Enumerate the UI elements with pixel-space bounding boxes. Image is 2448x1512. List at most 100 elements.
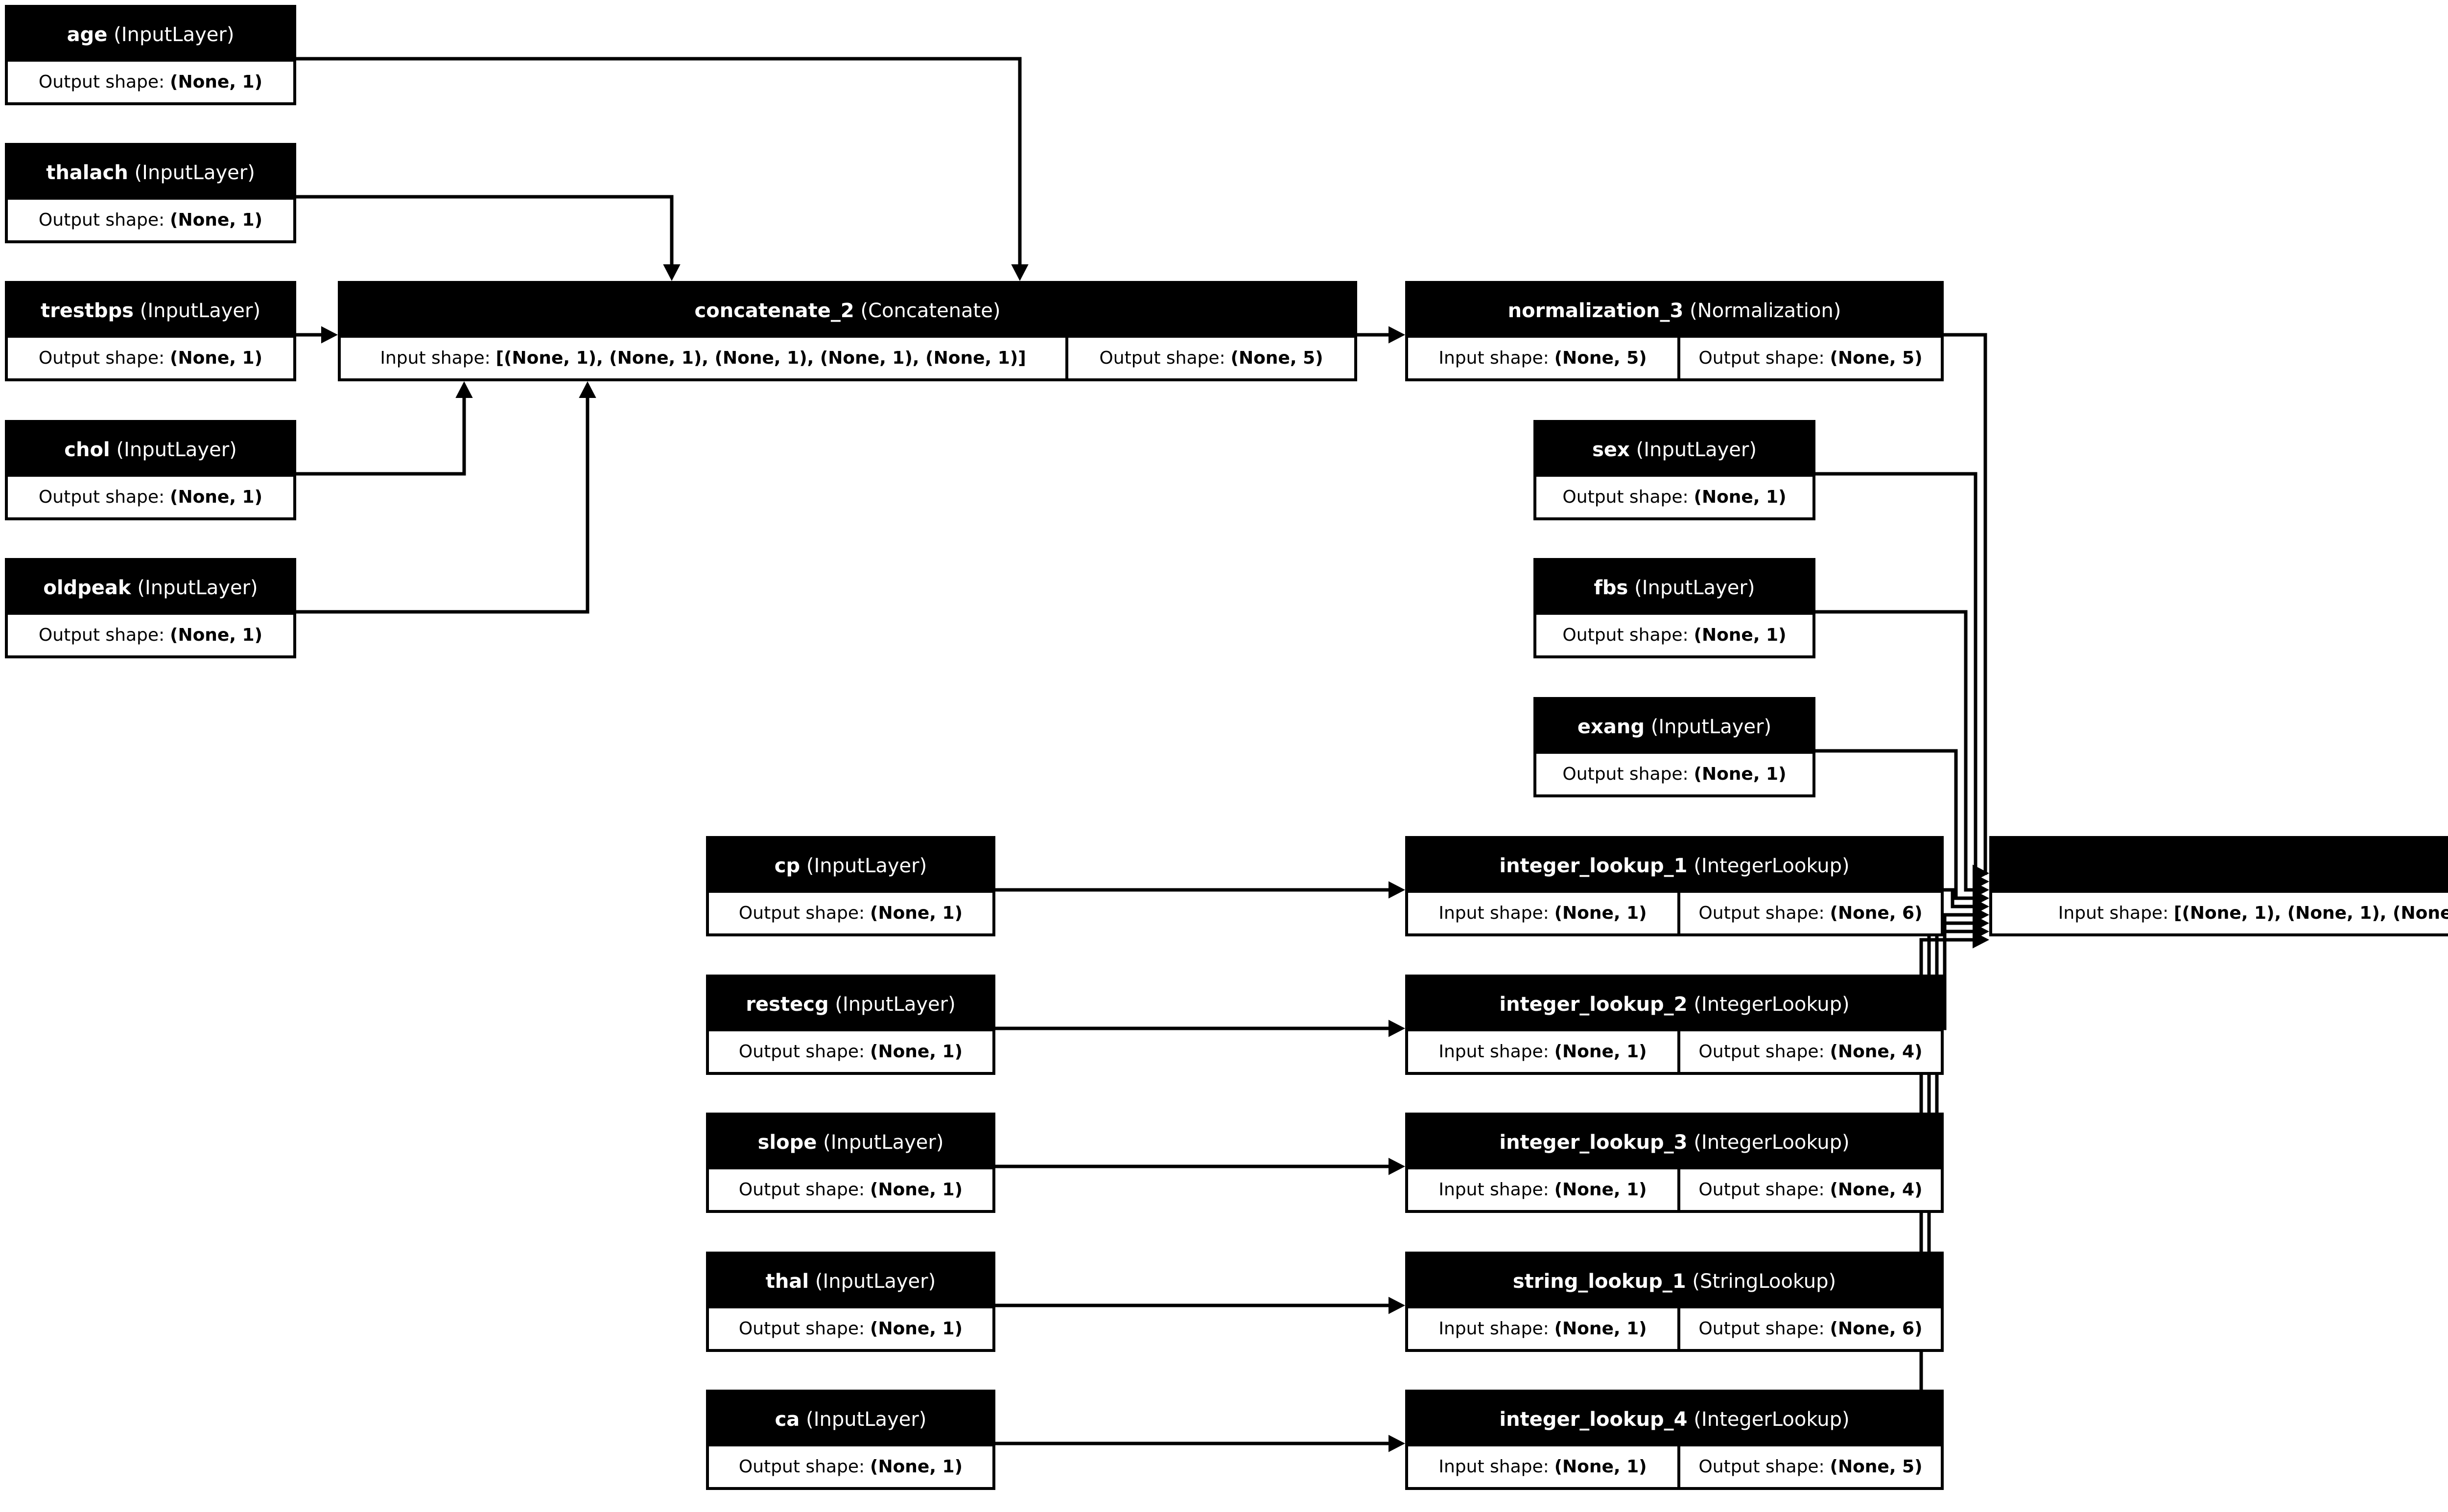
layer-node-string_lookup_1[interactable]: string_lookup_1(StringLookup)Input shape… (1405, 1252, 1944, 1352)
input-shape-cell-value: [(None, 1), (None, 1), (None, 1), (None,… (495, 348, 1026, 368)
edge-arrow-integer_lookup_1 (1973, 898, 1989, 915)
output-shape-cell: Output shape:(None, 1) (8, 615, 293, 655)
layer-node-age[interactable]: age(InputLayer)Output shape:(None, 1) (5, 5, 296, 105)
output-shape-cell-value: (None, 4) (1830, 1180, 1923, 1200)
layer-class: (Normalization) (1690, 300, 1841, 322)
undefined (296, 396, 466, 476)
input-shape-cell-label: Input shape: (1438, 1180, 1549, 1200)
layer-class: (InputLayer) (114, 23, 235, 46)
layer-name: age (67, 23, 108, 46)
layer-node-exang[interactable]: exang(InputLayer)Output shape:(None, 1) (1533, 697, 1815, 797)
input-shape-cell-value: (None, 1) (1554, 1457, 1647, 1477)
layer-node-concatenate_2[interactable]: concatenate_2(Concatenate)Input shape:[(… (338, 281, 1357, 381)
layer-node-title: integer_lookup_4 (IntegerLookup) (1408, 1393, 1941, 1446)
layer-node-thalach[interactable]: thalach(InputLayer)Output shape:(None, 1… (5, 143, 296, 243)
edge-arrow-age (1011, 264, 1029, 281)
edge-arrow-integer_lookup_2 (1973, 906, 1989, 924)
undefined (1943, 913, 1976, 1030)
layer-node-title: thalach(InputLayer) (8, 146, 293, 200)
output-shape-cell-value: (None, 5) (1230, 348, 1323, 368)
layer-node-slope[interactable]: slope(InputLayer)Output shape:(None, 1) (706, 1113, 995, 1213)
layer-node-title: chol(InputLayer) (8, 423, 293, 477)
layer-name: thal (765, 1270, 809, 1293)
undefined (296, 57, 1022, 266)
output-shape-cell-label: Output shape: (738, 1457, 865, 1477)
layer-class: (InputLayer) (1636, 439, 1757, 461)
layer-name: oldpeak (43, 577, 131, 599)
layer-node-integer_lookup_4[interactable]: integer_lookup_4(IntegerLookup)Input sha… (1405, 1390, 1944, 1490)
layer-node-title: integer_lookup_1 (IntegerLookup) (1408, 839, 1941, 893)
layer-name: chol (64, 439, 110, 461)
edge-arrow-integer_lookup_3 (1973, 914, 1989, 932)
output-shape-cell: Output shape:(None, 1) (1536, 615, 1812, 655)
layer-node-oldpeak[interactable]: oldpeak (InputLayer) Output shape:(None, 1… (5, 558, 296, 658)
input-shape-cell: Input shape:[(None, 1), (None, 1), (None… (341, 338, 1065, 378)
edge-arrow-fbs (1973, 881, 1989, 899)
input-shape-cell-label: Input shape: (1438, 1319, 1549, 1339)
undefined (1815, 472, 1977, 882)
layer-class: (IntegerLookup) (1694, 855, 1850, 877)
layer-node-title: cp(InputLayer) (709, 839, 992, 893)
output-shape-cell: Output shape:(None, 1) (1536, 477, 1812, 517)
layer-class: (InputLayer) (137, 577, 258, 599)
output-shape-cell-value: (None, 1) (870, 1457, 963, 1477)
layer-name: integer_lookup_1 (1499, 855, 1688, 877)
edge-arrow-slope (1389, 1158, 1405, 1175)
layer-shape-row: Output shape:(None, 1) (709, 893, 992, 933)
layer-node-title: concatenate_2(Concatenate) (341, 284, 1354, 338)
layer-shape-row: Output shape:(None, 1) (1536, 477, 1812, 517)
layer-shape-row: Input shape:(None, 1)Output shape:(None,… (1408, 1308, 1941, 1349)
edge-arrow-thalach (663, 264, 681, 281)
layer-class: (IntegerLookup) (1694, 1408, 1850, 1431)
layer-node-concatenate_3[interactable]: concatenate_3(Concatenate)Input shape:[(… (1989, 836, 2448, 936)
output-shape-cell: Output shape:(None, 1) (8, 477, 293, 517)
output-shape-cell-label: Output shape: (738, 1042, 865, 1062)
output-shape-cell-label: Output shape: (738, 903, 865, 923)
layer-node-thal[interactable]: thal(InputLayer)Output shape:(None, 1) (706, 1252, 995, 1352)
layer-node-chol[interactable]: chol(InputLayer)Output shape:(None, 1) (5, 420, 296, 520)
layer-node-title: concatenate_3(Concatenate) (1992, 839, 2448, 893)
edge-arrow-cp (1389, 881, 1405, 899)
input-shape-cell: Input shape:(None, 1) (1408, 893, 1677, 933)
layer-node-title: age (InputLayer) (8, 8, 293, 62)
layer-node-integer_lookup_3[interactable]: integer_lookup_3(IntegerLookup)Input sha… (1405, 1113, 1944, 1213)
layer-shape-row: Output shape:(None, 1) (1536, 615, 1812, 655)
layer-node-restecg[interactable]: restecg(InputLayer)Output shape:(None, 1… (706, 975, 995, 1075)
layer-node-title: trestbps(InputLayer) (8, 284, 293, 338)
layer-shape-row: Input shape:[(None, 1), (None, 1), (None… (341, 338, 1354, 378)
input-shape-cell-value: (None, 5) (1554, 348, 1647, 368)
input-shape-cell-label: Input shape: (380, 348, 491, 368)
layer-shape-row: Input shape:(None, 5)Output shape:(None,… (1408, 338, 1941, 378)
layer-class: (InputLayer) (806, 855, 927, 877)
layer-node-integer_lookup_1[interactable]: integer_lookup_1 (IntegerLookup) Input sha… (1405, 836, 1944, 936)
input-shape-cell-label: Input shape: (2058, 903, 2169, 923)
layer-node-title: sex(InputLayer) (1536, 423, 1812, 477)
layer-node-ca[interactable]: ca(InputLayer)Output shape:(None, 1) (706, 1390, 995, 1490)
layer-class: (IntegerLookup) (1694, 1131, 1850, 1154)
output-shape-cell-value: (None, 5) (1830, 348, 1923, 368)
output-shape-cell: Output shape:(None, 6) (1677, 1308, 1941, 1349)
output-shape-cell-value: (None, 1) (1694, 487, 1787, 507)
layer-class: (Concatenate) (860, 300, 1001, 322)
layer-shape-row: Output shape:(None, 1) (8, 615, 293, 655)
layer-shape-row: Output shape:(None, 1) (1536, 754, 1812, 794)
layer-name: integer_lookup_4 (1499, 1408, 1688, 1431)
input-shape-cell: Input shape:(None, 1) (1408, 1169, 1677, 1210)
layer-node-normalization_3[interactable]: normalization_3(Normalization)Input shap… (1405, 281, 1944, 381)
output-shape-cell-label: Output shape: (1698, 1319, 1825, 1339)
input-shape-cell-value: (None, 1) (1554, 903, 1647, 923)
layer-node-sex[interactable]: sex(InputLayer)Output shape:(None, 1) (1533, 420, 1815, 520)
output-shape-cell-value: (None, 1) (169, 210, 263, 230)
output-shape-cell-label: Output shape: (1562, 487, 1689, 507)
layer-shape-row: Output shape:(None, 1) (709, 1031, 992, 1072)
output-shape-cell: Output shape:(None, 1) (1536, 754, 1812, 794)
output-shape-cell-label: Output shape: (1562, 764, 1689, 784)
input-shape-cell: Input shape:(None, 1) (1408, 1308, 1677, 1349)
input-shape-cell-value: (None, 1) (1554, 1319, 1647, 1339)
layer-name: ca (775, 1408, 800, 1431)
layer-class: (InputLayer) (835, 993, 956, 1016)
layer-node-trestbps[interactable]: trestbps(InputLayer)Output shape:(None, … (5, 281, 296, 381)
layer-node-fbs[interactable]: fbs(InputLayer)Output shape:(None, 1) (1533, 558, 1815, 658)
layer-node-cp[interactable]: cp(InputLayer)Output shape:(None, 1) (706, 836, 995, 936)
layer-node-integer_lookup_2[interactable]: integer_lookup_2(IntegerLookup)Input sha… (1405, 975, 1944, 1075)
